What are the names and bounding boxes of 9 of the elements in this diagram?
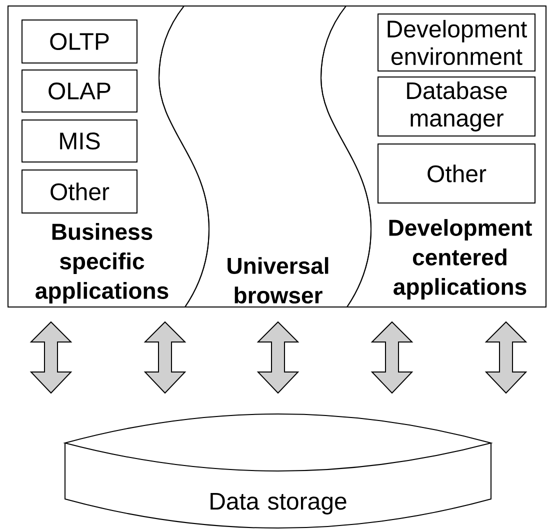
process-box: Other (378, 144, 536, 204)
process-box: OLTP (22, 20, 138, 64)
process-box: MIS (22, 120, 138, 162)
process-box: Other (22, 170, 138, 214)
process-box: Development environment (378, 14, 536, 72)
process-box: OLAP (22, 70, 138, 112)
process-box: Database manager (378, 76, 536, 136)
database-cylinder: Data storage (64, 413, 492, 529)
node-label: Data storage (210, 492, 346, 514)
